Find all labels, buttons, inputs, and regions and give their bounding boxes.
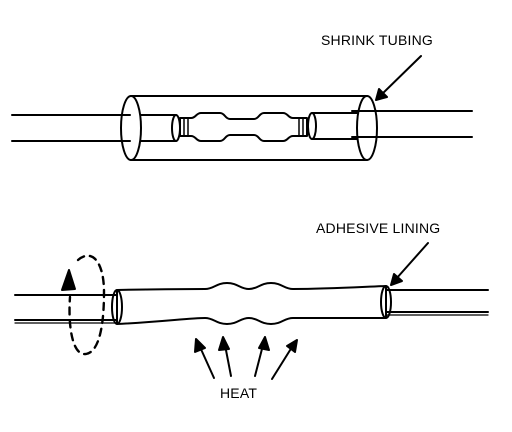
bottom-left-wire: [14, 294, 118, 324]
shrink-tube-outline: [120, 95, 378, 161]
connector-detail-lines: [183, 117, 304, 137]
top-figure: [11, 55, 473, 161]
bottom-right-wire: [385, 289, 489, 316]
adhesive-lining-label: ADHESIVE LINING: [316, 220, 441, 236]
top-left-wire: [11, 114, 131, 142]
bottom-figure: [14, 242, 489, 380]
heat-arrow-4: [271, 339, 298, 380]
heat-arrow-3: [254, 336, 270, 377]
top-right-wire: [351, 110, 473, 138]
heat-arrow-1: [194, 338, 215, 379]
inner-wire-right: [307, 112, 358, 140]
tube-right-end: [380, 285, 392, 319]
heat-arrows: [194, 336, 298, 380]
rotation-indicator: [61, 254, 106, 356]
heat-label: HEAT: [220, 385, 258, 401]
butt-splice-connector: [179, 112, 308, 142]
shrink-tubing-arrow: [375, 55, 422, 101]
tube-left-end: [111, 289, 123, 325]
heat-arrow-2: [218, 336, 232, 377]
shrink-tubing-label: SHRINK TUBING: [321, 32, 434, 48]
shrunk-tube-body: [116, 282, 387, 325]
inner-wire-left: [140, 114, 181, 142]
adhesive-lining-arrow: [390, 242, 429, 286]
